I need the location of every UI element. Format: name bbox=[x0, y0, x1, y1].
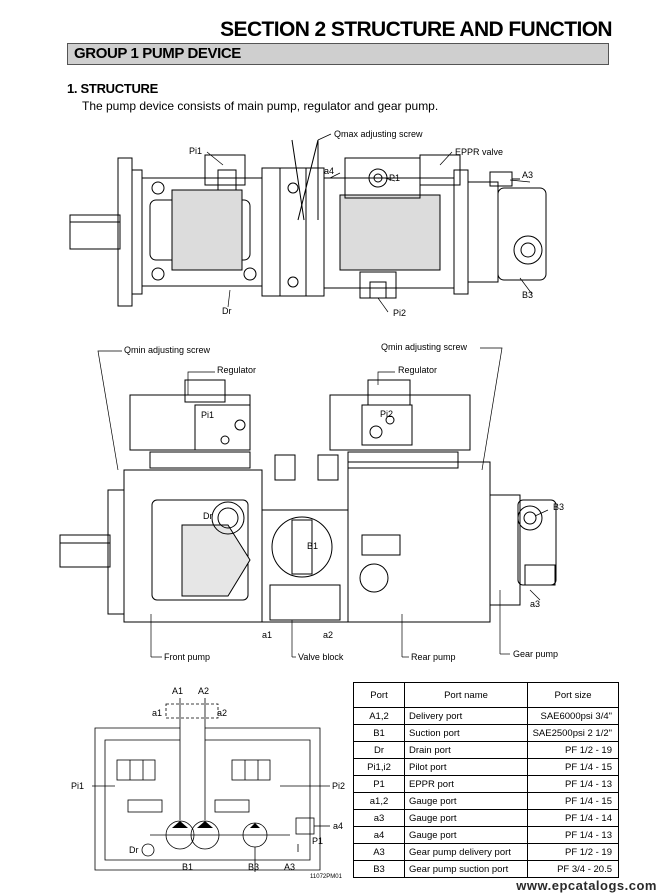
cell-port: B3 bbox=[353, 860, 405, 878]
cell-port: A1,2 bbox=[353, 707, 405, 725]
label-dr-front: Dr bbox=[203, 511, 213, 521]
label-a1-circuit: a1 bbox=[152, 708, 162, 718]
cell-port-name: Gauge port bbox=[404, 826, 528, 844]
label-pi1-circuit: Pi1 bbox=[71, 781, 84, 791]
group-title: GROUP 1 PUMP DEVICE bbox=[74, 45, 241, 62]
label-gear-pump: Gear pump bbox=[513, 649, 558, 659]
cell-port-name: Gear pump suction port bbox=[404, 860, 528, 878]
port-table-header-row: Port Port name Port size bbox=[353, 682, 619, 708]
label-a3-top: A3 bbox=[522, 170, 533, 180]
cell-port-size: SAE2500psi 2 1/2" bbox=[527, 724, 619, 742]
cell-port-size: PF 3/4 - 20.5 bbox=[527, 860, 619, 878]
label-dr-top: Dr bbox=[222, 306, 232, 316]
cell-port: B1 bbox=[353, 724, 405, 742]
watermark: www.epcatalogs.com bbox=[516, 878, 657, 893]
structure-heading: 1. STRUCTURE bbox=[67, 81, 159, 96]
label-pi2-top: Pi2 bbox=[393, 308, 406, 318]
structure-description: The pump device consists of main pump, r… bbox=[82, 99, 439, 113]
cell-port-size: SAE6000psi 3/4" bbox=[527, 707, 619, 725]
label-b1-front: B1 bbox=[307, 541, 318, 551]
cell-port-name: EPPR port bbox=[404, 775, 528, 793]
cell-port-size: PF 1/2 - 19 bbox=[527, 843, 619, 861]
header-port: Port bbox=[353, 682, 405, 708]
header-port-size: Port size bbox=[527, 682, 619, 708]
label-qmax-adjusting-screw: Qmax adjusting screw bbox=[334, 129, 423, 139]
cell-port: A3 bbox=[353, 843, 405, 861]
section-title: SECTION 2 STRUCTURE AND FUNCTION bbox=[220, 18, 612, 41]
label-pi1-front: Pi1 bbox=[201, 410, 214, 420]
cell-port-name: Gear pump delivery port bbox=[404, 843, 528, 861]
cell-port: a1,2 bbox=[353, 792, 405, 810]
label-a1-circuit-top: A1 bbox=[172, 686, 183, 696]
label-b3-top: B3 bbox=[522, 290, 533, 300]
label-b3-circuit: B3 bbox=[248, 862, 259, 872]
label-qmin-left: Qmin adjusting screw bbox=[124, 345, 211, 355]
label-valve-block: Valve block bbox=[298, 652, 344, 662]
cell-port-name: Gauge port bbox=[404, 809, 528, 827]
label-pi1-top: Pi1 bbox=[189, 146, 202, 156]
label-a2-circuit-top: A2 bbox=[198, 686, 209, 696]
cell-port-name: Pilot port bbox=[404, 758, 528, 776]
label-a2-front: a2 bbox=[323, 630, 333, 640]
label-a3-circuit: A3 bbox=[284, 862, 295, 872]
cell-port: a4 bbox=[353, 826, 405, 844]
label-dr-circuit: Dr bbox=[129, 845, 139, 855]
label-regulator-left: Regulator bbox=[217, 365, 256, 375]
cell-port-name: Suction port bbox=[404, 724, 528, 742]
figure-code: 11072PM01 bbox=[310, 874, 342, 880]
label-b1-circuit: B1 bbox=[182, 862, 193, 872]
label-a3-front: a3 bbox=[530, 599, 540, 609]
label-a4: a4 bbox=[324, 166, 334, 176]
cell-port-name: Gauge port bbox=[404, 792, 528, 810]
label-pi2-front: Pi2 bbox=[380, 409, 393, 419]
label-a2-circuit: a2 bbox=[217, 708, 227, 718]
label-b3-front: B3 bbox=[553, 502, 564, 512]
label-qmin-right: Qmin adjusting screw bbox=[381, 342, 468, 352]
cell-port-name: Drain port bbox=[404, 741, 528, 759]
cell-port-size: PF 1/2 - 19 bbox=[527, 741, 619, 759]
cell-port: Pi1,i2 bbox=[353, 758, 405, 776]
group-heading-bar: GROUP 1 PUMP DEVICE bbox=[67, 43, 609, 65]
label-rear-pump: Rear pump bbox=[411, 652, 456, 662]
cell-port: P1 bbox=[353, 775, 405, 793]
header-port-name: Port name bbox=[404, 682, 528, 708]
cell-port-size: PF 1/4 - 15 bbox=[527, 758, 619, 776]
label-p1-circuit: P1 bbox=[312, 836, 323, 846]
label-a4-circuit: a4 bbox=[333, 821, 343, 831]
label-front-pump: Front pump bbox=[164, 652, 210, 662]
cell-port: Dr bbox=[353, 741, 405, 759]
label-eppr-valve: EPPR valve bbox=[455, 147, 503, 157]
label-pi2-circuit: Pi2 bbox=[332, 781, 345, 791]
cell-port-name: Delivery port bbox=[404, 707, 528, 725]
label-p1: P1 bbox=[389, 173, 400, 183]
cell-port-size: PF 1/4 - 13 bbox=[527, 775, 619, 793]
cell-port-size: PF 1/4 - 15 bbox=[527, 792, 619, 810]
cell-port-size: PF 1/4 - 14 bbox=[527, 809, 619, 827]
cell-port-size: PF 1/4 - 13 bbox=[527, 826, 619, 844]
label-a1-front: a1 bbox=[262, 630, 272, 640]
label-regulator-right: Regulator bbox=[398, 365, 437, 375]
cell-port: a3 bbox=[353, 809, 405, 827]
